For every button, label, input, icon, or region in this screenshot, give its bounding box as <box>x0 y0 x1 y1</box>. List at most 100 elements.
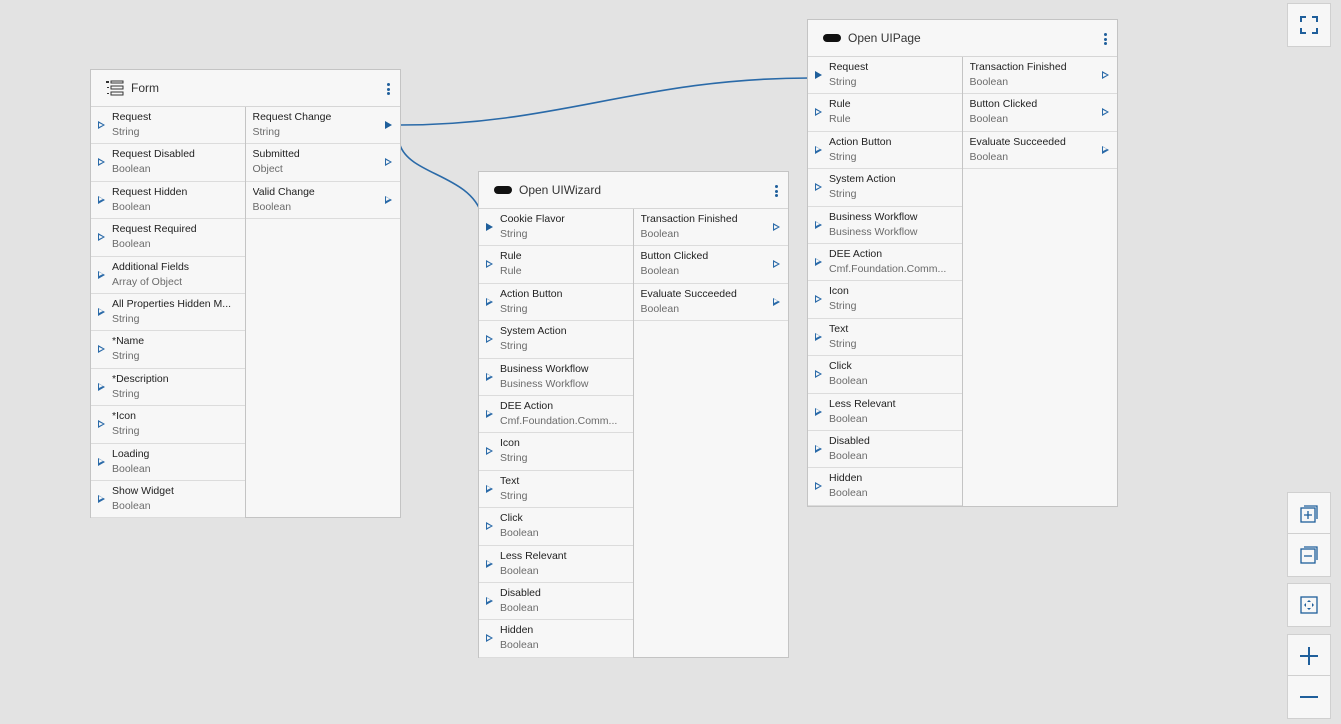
input-port-arrow-icon[interactable] <box>98 420 105 429</box>
input-port-arrow-icon[interactable] <box>815 220 822 229</box>
input-port-arrow-icon[interactable] <box>486 522 493 531</box>
input-port-arrow-icon[interactable] <box>486 409 493 418</box>
output-port-arrow-icon[interactable] <box>1102 145 1109 154</box>
input-port-arrow-icon[interactable] <box>815 295 822 304</box>
open-uiwizard-node-menu-icon[interactable] <box>772 183 780 199</box>
form-node-menu-icon[interactable] <box>384 81 392 97</box>
open-uiwizard-node-header[interactable]: Open UIWizard <box>479 172 788 209</box>
connection-form-to-page[interactable] <box>399 77 811 126</box>
input-port-arrow-icon[interactable] <box>486 297 493 306</box>
input-port-arrow-icon[interactable] <box>486 484 493 493</box>
open-uipage-node-menu-icon[interactable] <box>1101 31 1109 47</box>
output-port-arrow-icon[interactable] <box>773 223 780 231</box>
output-port-arrow-icon[interactable] <box>773 260 780 269</box>
form-node-header[interactable]: Form <box>91 70 400 107</box>
input-port-arrow-icon[interactable] <box>815 257 822 266</box>
input-port-arrow-icon[interactable] <box>98 233 105 242</box>
input-port-arrow-icon[interactable] <box>486 634 493 643</box>
input-port-arrow-icon[interactable] <box>98 195 105 204</box>
fullscreen-button[interactable] <box>1287 3 1331 47</box>
input-port-arrow-icon[interactable] <box>98 457 105 466</box>
collapse-all-button[interactable] <box>1287 533 1331 577</box>
input-port-arrow-icon[interactable] <box>815 332 822 341</box>
zoom-out-button[interactable] <box>1287 675 1331 719</box>
input-port[interactable]: All Properties Hidden M...String <box>91 294 245 332</box>
output-port-arrow-icon[interactable] <box>1102 108 1109 117</box>
input-port-arrow-icon[interactable] <box>815 444 822 453</box>
input-port-arrow-icon[interactable] <box>98 158 105 167</box>
input-port-arrow-icon[interactable] <box>98 494 105 503</box>
input-port-arrow-icon[interactable] <box>98 345 105 354</box>
input-port-arrow-icon[interactable] <box>815 108 822 117</box>
input-port-arrow-icon[interactable] <box>815 183 822 192</box>
output-port-arrow-icon[interactable] <box>385 158 392 167</box>
input-port-arrow-icon[interactable] <box>98 307 105 316</box>
input-port-arrow-icon[interactable] <box>815 370 822 379</box>
expand-all-button[interactable] <box>1287 492 1331 536</box>
input-port-arrow-icon[interactable] <box>815 407 822 416</box>
output-port-arrow-icon[interactable] <box>385 121 392 129</box>
input-port-arrow-icon[interactable] <box>815 145 822 154</box>
input-port-arrow-icon[interactable] <box>486 372 493 381</box>
input-port-arrow-icon[interactable] <box>486 335 493 344</box>
output-port-arrow-icon[interactable] <box>773 297 780 306</box>
input-port-arrow-icon[interactable] <box>486 559 493 568</box>
output-port-arrow-icon[interactable] <box>1102 71 1109 79</box>
input-port-arrow-icon[interactable] <box>486 223 493 231</box>
fit-view-button[interactable] <box>1287 583 1331 627</box>
zoom-in-button[interactable] <box>1287 634 1331 678</box>
input-port-arrow-icon[interactable] <box>486 447 493 456</box>
input-port-arrow-icon[interactable] <box>98 382 105 391</box>
open-uipage-node-header[interactable]: Open UIPage <box>808 20 1117 57</box>
input-port-arrow-icon[interactable] <box>815 482 822 491</box>
output-port-arrow-icon[interactable] <box>385 195 392 204</box>
input-port-arrow-icon[interactable] <box>486 596 493 605</box>
input-port-arrow-icon[interactable] <box>98 121 105 129</box>
input-port-arrow-icon[interactable] <box>486 260 493 269</box>
